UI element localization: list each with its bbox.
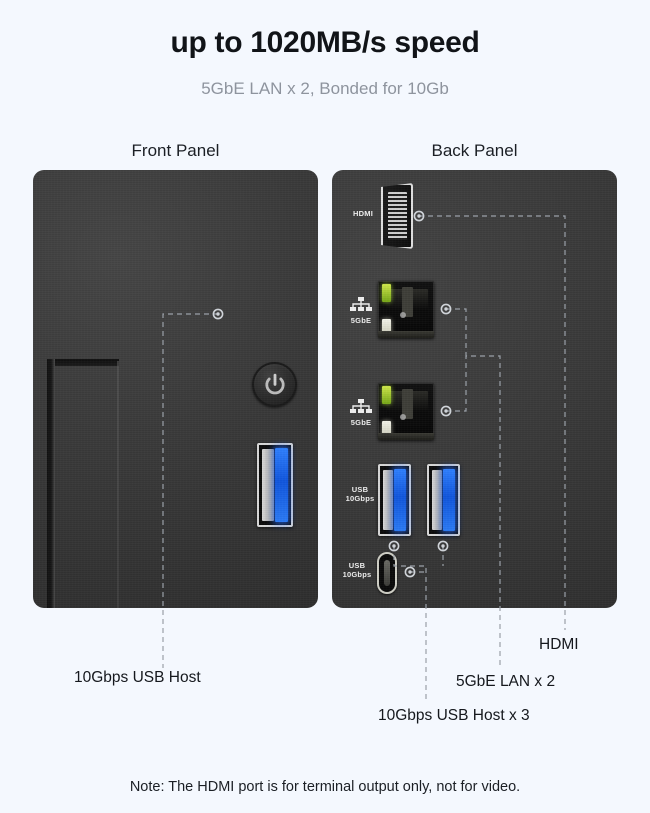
rj45-led-green	[382, 284, 391, 302]
lan-port-1-label: 5GbE	[350, 316, 372, 325]
usb-blue-glow	[274, 448, 288, 522]
front-usb-a-port	[257, 443, 293, 527]
front-panel-label: Front Panel	[131, 141, 220, 160]
ethernet-port-1	[378, 281, 434, 338]
rj45-lip	[378, 433, 434, 440]
rj45-led-white	[382, 421, 391, 438]
usb-blue-glow	[393, 469, 406, 531]
back-panel-image: HDMI 5GbE 5GbE USB 10Gbps USB 10Gbps	[332, 170, 617, 608]
caption-lan-x2: 5GbE LAN x 2	[456, 673, 556, 690]
hdmi-port-label: HDMI	[353, 209, 373, 218]
back-usb-a-port-1	[378, 464, 411, 536]
page-subtitle: 5GbE LAN x 2, Bonded for 10Gb	[201, 79, 449, 98]
caption-hdmi: HDMI	[539, 636, 579, 653]
power-button[interactable]	[252, 362, 297, 407]
usb-c-port-label: USB 10Gbps	[342, 561, 372, 580]
lan-port-2-label: 5GbE	[350, 418, 372, 427]
network-tree-icon	[350, 399, 372, 413]
front-panel-seam-horizontal	[47, 359, 119, 366]
hdmi-pins	[388, 192, 407, 240]
usb-c-tongue	[384, 560, 390, 586]
rj45-led-green	[382, 386, 391, 404]
rj45-notch	[402, 389, 413, 419]
front-panel-bezel-edge	[117, 361, 119, 608]
page-title: up to 1020MB/s speed	[170, 26, 480, 59]
usb-blue-glow	[442, 469, 455, 531]
rj45-contact-dot	[400, 312, 406, 318]
usb-tongue	[432, 470, 443, 530]
usb-a-pair-label: USB 10Gbps	[345, 485, 375, 504]
rj45-lip	[378, 331, 434, 338]
back-usb-a-port-2	[427, 464, 460, 536]
ethernet-port-2	[378, 383, 434, 440]
back-panel-label: Back Panel	[431, 141, 518, 160]
usb-tongue	[262, 449, 274, 521]
hdmi-port	[381, 183, 413, 249]
front-panel-seam-vertical	[47, 359, 55, 608]
network-tree-icon	[350, 297, 372, 311]
caption-usb-host-x3: 10Gbps USB Host x 3	[378, 707, 530, 724]
rj45-led-white	[382, 319, 391, 336]
footer-note: Note: The HDMI port is for terminal outp…	[129, 779, 521, 795]
caption-front-usb: 10Gbps USB Host	[74, 669, 201, 686]
power-icon	[264, 373, 285, 394]
rj45-contact-dot	[400, 414, 406, 420]
usb-tongue	[383, 470, 394, 530]
usb-c-port	[377, 552, 397, 594]
rj45-notch	[402, 287, 413, 317]
front-panel-image	[33, 170, 318, 608]
